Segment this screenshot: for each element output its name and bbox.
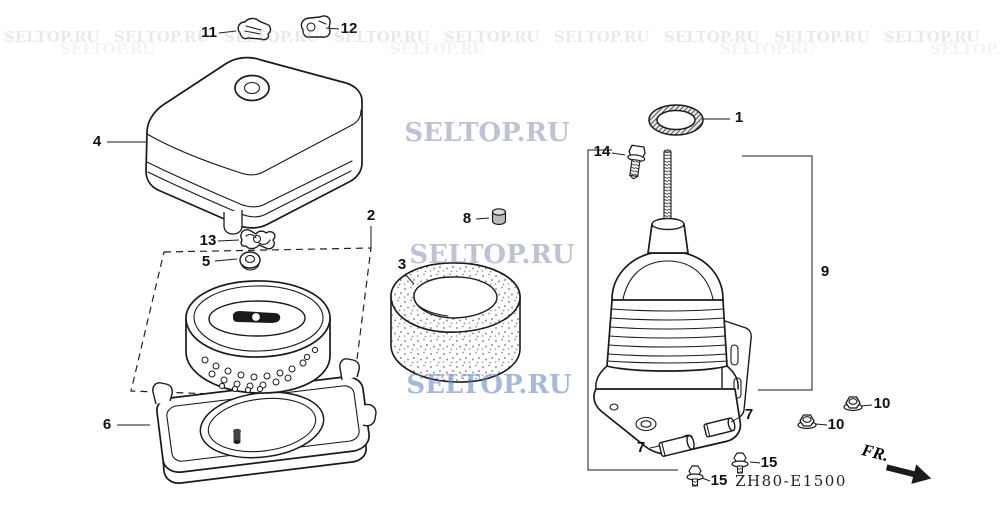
callout-8: 8 xyxy=(463,210,471,227)
watermark-band: SELTOP.RU SELTOP.RU SELTOP.RU SELTOP.RU … xyxy=(4,28,1000,58)
cap-nut-b xyxy=(797,414,817,430)
clip-c xyxy=(240,229,276,250)
callout-5: 5 xyxy=(202,253,210,270)
watermark: SELTOP.RU xyxy=(224,28,319,46)
subassembly-dashed-outline xyxy=(130,247,372,400)
bracket-part-9 xyxy=(742,155,813,391)
callout-7a: 7 xyxy=(637,439,645,456)
diagram-code: ZH80-E1500 xyxy=(735,472,847,490)
elbow-assembly xyxy=(593,149,752,456)
flange-bolt-a xyxy=(627,144,646,180)
tube-b xyxy=(703,417,736,438)
cap-nut-a xyxy=(843,396,863,412)
callout-4: 4 xyxy=(93,133,102,150)
callout-7b: 7 xyxy=(745,406,753,423)
callout-labels: 1 2 3 4 5 6 7 7 8 9 10 10 11 12 13 14 15… xyxy=(93,20,891,489)
filter-housing xyxy=(185,280,331,394)
watermark: SELTOP.RU xyxy=(4,28,99,46)
wing-nut xyxy=(239,251,261,271)
base-stud xyxy=(233,428,241,444)
watermark: SELTOP.RU xyxy=(884,28,979,46)
callout-11: 11 xyxy=(201,24,217,41)
watermark: SELTOP.RU xyxy=(334,28,429,46)
direction-indicator: FR. xyxy=(859,440,932,484)
watermark: SELTOP.RU xyxy=(409,240,575,270)
callout-3: 3 xyxy=(398,256,406,273)
callout-15b: 15 xyxy=(761,454,778,471)
air-cleaner-base xyxy=(152,358,377,484)
direction-label: FR. xyxy=(859,440,891,465)
watermark: SELTOP.RU xyxy=(554,28,649,46)
filter-element-foam xyxy=(390,262,521,383)
watermark: SELTOP.RU xyxy=(664,28,759,46)
ribbed-body xyxy=(606,299,728,372)
watermark: SELTOP.RU xyxy=(114,28,209,46)
callout-10a: 10 xyxy=(874,395,891,412)
clip-a xyxy=(237,17,272,41)
callout-1: 1 xyxy=(735,109,743,126)
housing-vent-holes xyxy=(201,346,319,394)
callout-12: 12 xyxy=(341,20,358,37)
watermark: SELTOP.RU xyxy=(930,40,1000,58)
watermark: SELTOP.RU xyxy=(444,28,539,46)
callout-13: 13 xyxy=(200,232,217,249)
watermark: SELTOP.RU xyxy=(774,28,869,46)
air-cleaner-cover xyxy=(145,56,363,235)
watermark: SELTOP.RU xyxy=(406,370,572,400)
assembly-axis-line xyxy=(587,149,678,471)
gasket xyxy=(648,104,704,136)
collar xyxy=(491,208,507,226)
callout-leaders xyxy=(107,27,873,482)
flange-bolt-c xyxy=(686,465,704,487)
watermark-large: SELTOP.RU SELTOP.RU SELTOP.RU xyxy=(404,118,575,400)
callout-15a: 15 xyxy=(711,472,728,489)
callout-9: 9 xyxy=(821,263,829,280)
callout-6: 6 xyxy=(103,416,111,433)
watermark: SELTOP.RU xyxy=(720,40,815,58)
callout-2: 2 xyxy=(367,207,375,224)
watermark: SELTOP.RU xyxy=(390,40,485,58)
callout-14: 14 xyxy=(594,143,611,160)
flange-bolt-d xyxy=(731,452,749,474)
stud-bolt xyxy=(663,149,672,229)
clip-b xyxy=(300,15,331,38)
watermark: SELTOP.RU xyxy=(404,118,570,148)
direction-arrow-icon xyxy=(885,464,932,484)
callout-10b: 10 xyxy=(828,416,845,433)
watermark: SELTOP.RU xyxy=(60,40,155,58)
tube-a xyxy=(658,434,695,457)
